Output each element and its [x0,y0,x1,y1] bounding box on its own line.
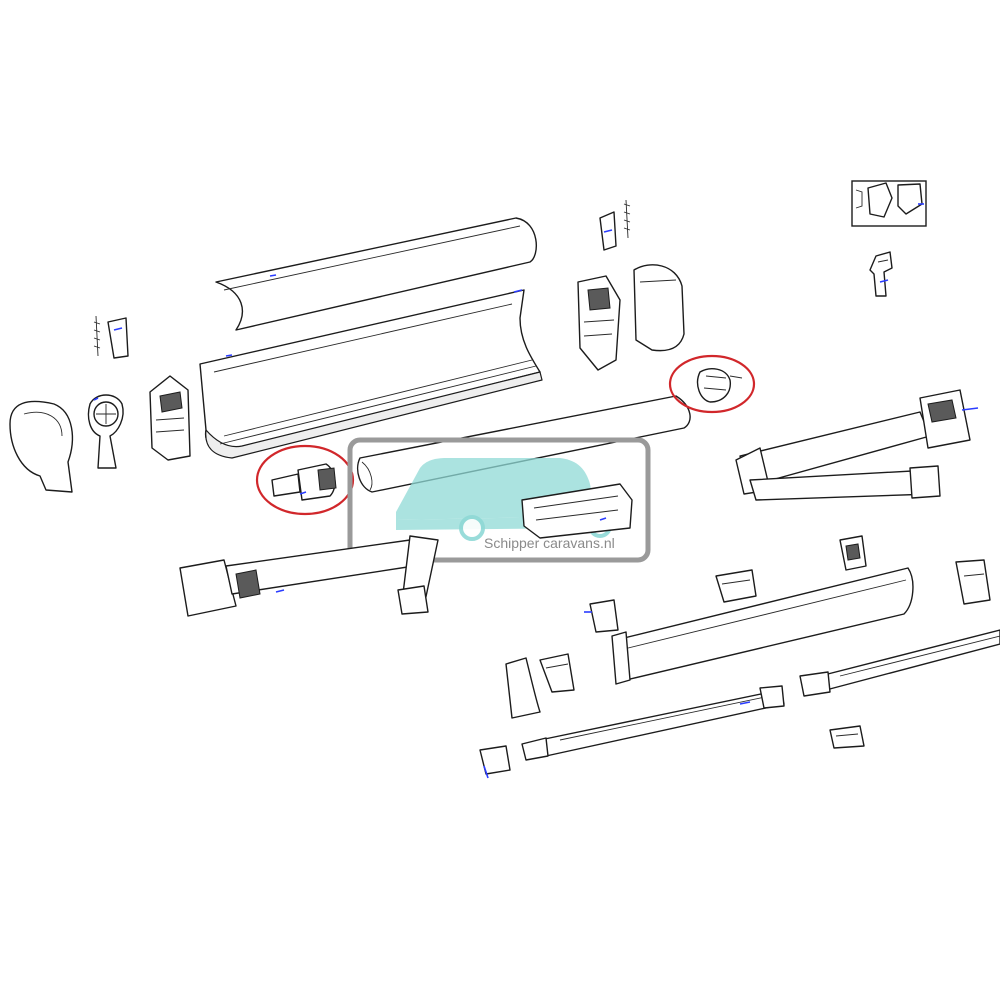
left-end-cap [149,375,191,461]
small-part-bracket-b [715,569,757,603]
left-motor-unit [87,394,124,469]
small-part-bracket-a [839,535,867,571]
small-part-bracket-c [955,559,991,605]
support-arm-lower-left [179,535,439,617]
small-clip-left [539,653,575,693]
foot-plate-lower-right [829,725,865,749]
bracket-part-top-right [869,251,893,297]
front-lid-profile [215,217,537,331]
left-end-cover [9,400,74,493]
right-end-cover [633,264,685,352]
telescopic-leg-lower [521,685,785,761]
left-roller-plug-highlight [255,444,355,516]
right-roller-plug-highlight [668,354,756,414]
clip-part-left [93,315,129,359]
front-bar-lower [611,567,914,685]
clip-part-top-center [599,199,631,251]
inset-detail-box [851,180,927,227]
telescopic-leg-right [799,629,1000,697]
foot-plate-lower-left [479,745,511,779]
support-arm-upper-right [735,389,979,501]
small-part-bracket-d [584,599,619,633]
watermark-text: Schipper caravans.nl [484,535,615,551]
leg-piece-left [505,657,541,719]
right-end-cap [577,275,621,371]
rail-bracket-center [521,483,633,539]
cassette-housing [199,289,543,459]
